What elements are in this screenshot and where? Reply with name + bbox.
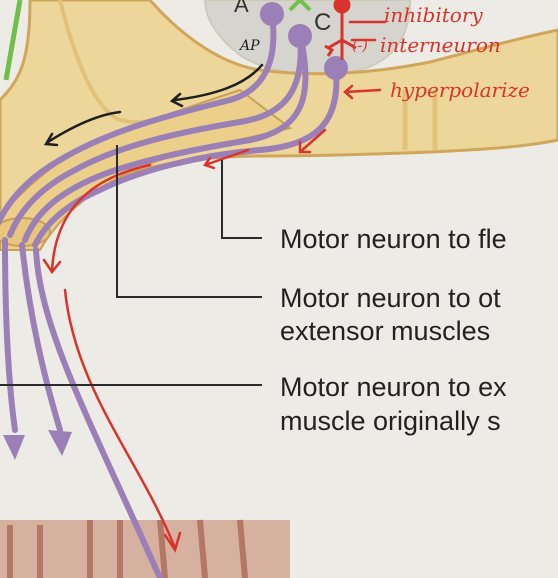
leader-flexor <box>221 160 262 239</box>
neuron-a-letter: A <box>234 0 249 17</box>
red-arrow-4 <box>63 288 182 553</box>
neuron-cell-bodies <box>260 2 348 80</box>
motor-arrowheads <box>3 430 72 460</box>
axon-down-2 <box>19 242 63 433</box>
label-extensor-1: Motor neuron to ex <box>280 372 507 402</box>
ap-arrow-1 <box>169 63 264 108</box>
ap-annotation: AP <box>238 38 260 54</box>
red-arrow-3 <box>42 163 152 275</box>
leader-other <box>116 145 262 298</box>
red-annotation-arrows <box>42 20 387 553</box>
label-other-extensor-2: extensor muscles <box>280 316 491 346</box>
synapse-green <box>288 0 312 12</box>
red-arrow-2 <box>202 148 250 170</box>
neuron-c-letter: C <box>314 9 331 36</box>
motor-axon-3 <box>22 32 309 243</box>
interneuron-annotation: interneuron <box>380 33 501 57</box>
neuron-a-body <box>260 2 284 26</box>
hyperpolarize-arrow <box>343 84 382 100</box>
label-other-extensor-1: Motor neuron to ot <box>280 283 501 313</box>
motor-axon-1 <box>0 12 277 227</box>
inhibitory-interneuron <box>324 0 357 60</box>
inhibitory-annotation: inhibitory <box>384 3 483 27</box>
muscle-fibers <box>7 519 248 578</box>
motor-axon-4 <box>32 65 340 248</box>
arrowhead-1 <box>3 435 25 460</box>
motor-axon-2 <box>7 32 304 238</box>
label-flexor: Motor neuron to fle <box>280 224 507 254</box>
label-extensor-2: muscle originally s <box>280 406 501 436</box>
red-arrow-1 <box>298 128 327 154</box>
neuron-b-body <box>288 24 312 48</box>
neuron-c-body <box>324 56 348 80</box>
minus-annotation: (-) <box>352 38 368 54</box>
arrowhead-2 <box>48 430 72 456</box>
black-annotation-arrows <box>43 63 264 147</box>
axon-down-1 <box>2 237 18 433</box>
sensory-fiber <box>3 0 23 81</box>
ap-arrow-2 <box>43 110 122 147</box>
leader-lines <box>0 145 262 386</box>
hyperpolarize-annotation: hyperpolarize <box>390 78 530 102</box>
